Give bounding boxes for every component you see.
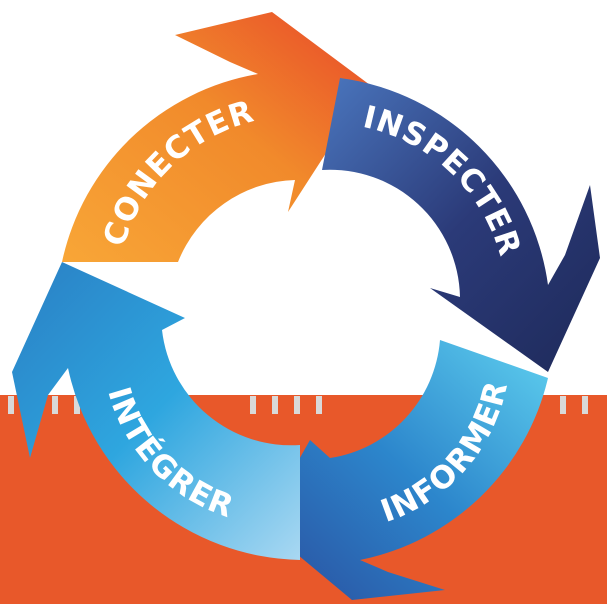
step-conecter-arrow	[62, 12, 370, 262]
step-integrer-arrow	[12, 262, 300, 560]
step-informer-arrow	[262, 340, 548, 600]
step-inspecter-arrow	[322, 78, 600, 372]
